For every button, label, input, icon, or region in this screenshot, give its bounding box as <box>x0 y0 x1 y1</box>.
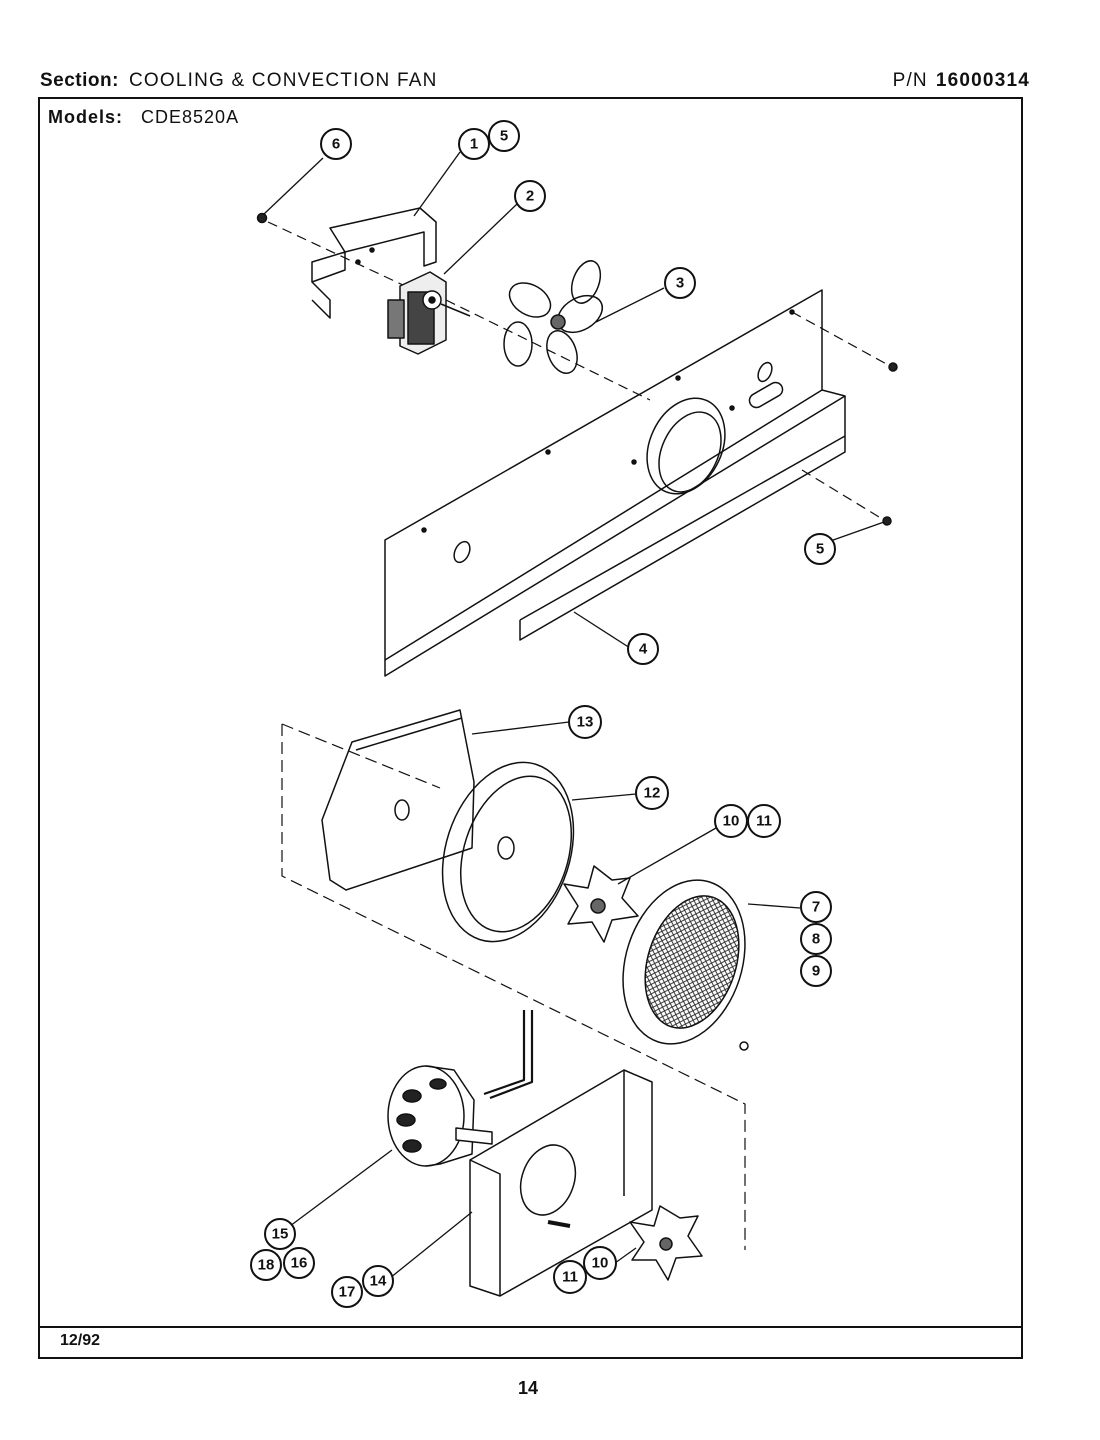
callout-5-right: 5 <box>804 533 836 565</box>
page-number: 14 <box>518 1378 539 1398</box>
callout-4: 4 <box>627 633 659 665</box>
svg-text:11: 11 <box>756 813 772 830</box>
svg-text:15: 15 <box>272 1226 289 1243</box>
oven-wall-outline <box>281 724 746 1250</box>
cooling-fan-motor-part-2 <box>387 271 471 355</box>
svg-text:10: 10 <box>723 813 740 830</box>
svg-text:10: 10 <box>592 1255 609 1272</box>
callout-9: 9 <box>800 955 832 987</box>
convection-fan-blade-part-10-alt <box>629 1205 703 1281</box>
assembly-dash-line <box>791 311 891 367</box>
svg-text:5: 5 <box>816 541 824 558</box>
callout-12: 12 <box>635 776 669 810</box>
fan-blade-part-3 <box>503 260 604 374</box>
svg-text:6: 6 <box>332 136 340 153</box>
part-number: P/N 16000314 <box>893 70 1030 92</box>
callout-3: 3 <box>664 267 696 299</box>
convection-fan-blade-part-10 <box>563 865 639 943</box>
callout-14: 14 <box>362 1265 394 1297</box>
svg-text:8: 8 <box>812 931 820 948</box>
svg-text:18: 18 <box>258 1257 275 1274</box>
callout-10-bottom: 10 <box>583 1246 617 1280</box>
svg-text:11: 11 <box>562 1269 578 1286</box>
callout-10-top: 10 <box>714 804 748 838</box>
svg-text:1: 1 <box>470 136 478 153</box>
diagram-frame: Models: CDE8520A 12/92 <box>38 97 1023 1359</box>
footer-divider <box>40 1326 1021 1328</box>
assembly-dash-line <box>801 469 885 521</box>
callout-5-top: 5 <box>488 120 520 152</box>
svg-text:14: 14 <box>370 1273 387 1290</box>
callout-1: 1 <box>458 128 490 160</box>
oven-wall-outline <box>281 723 441 789</box>
part-number-label: P/N <box>892 70 928 91</box>
screw-part-5 <box>888 362 898 372</box>
callout-13: 13 <box>568 705 602 739</box>
fan-housing-part-12 <box>441 761 575 943</box>
svg-text:9: 9 <box>812 963 820 980</box>
callout-15: 15 <box>264 1218 296 1250</box>
callout-11-top: 11 <box>747 804 781 838</box>
motor-bracket-part-1 <box>311 207 437 319</box>
models-line: Models: CDE8520A <box>48 107 239 128</box>
callout-6: 6 <box>320 128 352 160</box>
models-value: CDE8520A <box>141 107 240 127</box>
convection-motor-part-15 <box>387 1010 534 1167</box>
motor-bracket-part-14 <box>469 1069 653 1297</box>
assembly-dash-line <box>445 299 651 401</box>
callout-16: 16 <box>283 1247 315 1279</box>
screw-part-5 <box>882 516 892 526</box>
revision-date: 12/92 <box>60 1332 101 1349</box>
svg-text:2: 2 <box>526 188 534 205</box>
svg-text:13: 13 <box>577 714 594 731</box>
fan-grille-part-7 <box>622 879 749 1051</box>
callout-2: 2 <box>514 180 546 212</box>
callout-18: 18 <box>250 1249 282 1281</box>
page-header: Section: COOLING & CONVECTION FAN P/N 1600… <box>40 70 1030 96</box>
svg-text:17: 17 <box>339 1284 356 1301</box>
baffle-panel-part-4 <box>384 289 846 677</box>
callout-17: 17 <box>331 1276 363 1308</box>
svg-text:3: 3 <box>676 275 684 292</box>
svg-text:4: 4 <box>639 641 648 658</box>
heat-shield-part-13 <box>321 709 475 891</box>
svg-text:5: 5 <box>500 128 508 145</box>
leader-lines <box>263 151 885 1279</box>
callout-8: 8 <box>800 923 832 955</box>
section-label: Section: <box>40 70 119 91</box>
assembly-dash-line <box>267 221 419 293</box>
svg-text:16: 16 <box>291 1255 308 1272</box>
section-title: COOLING & CONVECTION FAN <box>128 70 438 91</box>
part-number-value: 16000314 <box>935 70 1030 91</box>
models-label: Models: <box>48 107 124 127</box>
callout-7: 7 <box>800 891 832 923</box>
screw-part-6 <box>256 212 268 224</box>
svg-text:12: 12 <box>644 785 661 802</box>
callout-11-bottom: 11 <box>553 1260 587 1294</box>
svg-text:7: 7 <box>812 899 820 916</box>
